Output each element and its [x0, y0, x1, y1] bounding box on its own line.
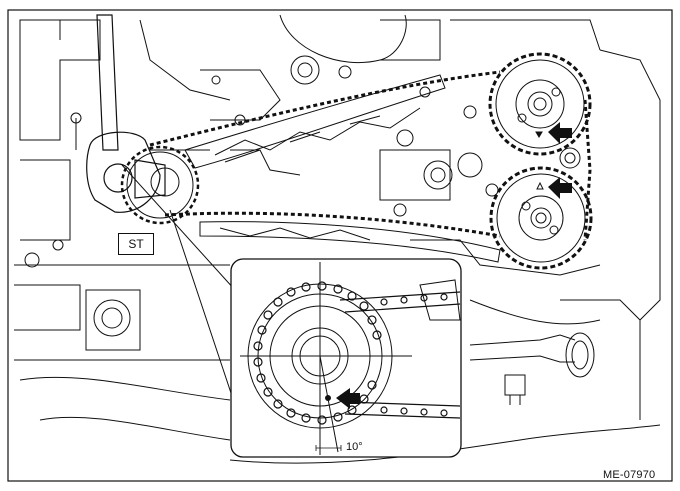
detail-inset	[230, 258, 462, 458]
chain-guide-lower	[199, 221, 501, 263]
pipe-fitting	[469, 332, 595, 405]
arrow-left-icon	[548, 122, 572, 144]
cam-sprocket-upper	[488, 52, 592, 156]
chain-guide-upper	[184, 74, 446, 169]
special-tool-label: ST	[118, 233, 154, 255]
cam-sprocket-lower	[489, 166, 593, 270]
detail-leader-lines	[121, 164, 241, 421]
engine-background	[14, 14, 661, 464]
timing-chain	[149, 70, 592, 241]
figure-code: ME-07970	[603, 469, 656, 481]
arrow-left-icon	[336, 388, 360, 409]
crank-sprocket-small	[120, 145, 200, 225]
special-tool-wrench	[86, 14, 166, 213]
frame	[7, 9, 673, 482]
idler-bolt	[559, 147, 581, 169]
angle-label: 10°	[346, 441, 363, 453]
arrow-left-icon	[548, 177, 572, 199]
